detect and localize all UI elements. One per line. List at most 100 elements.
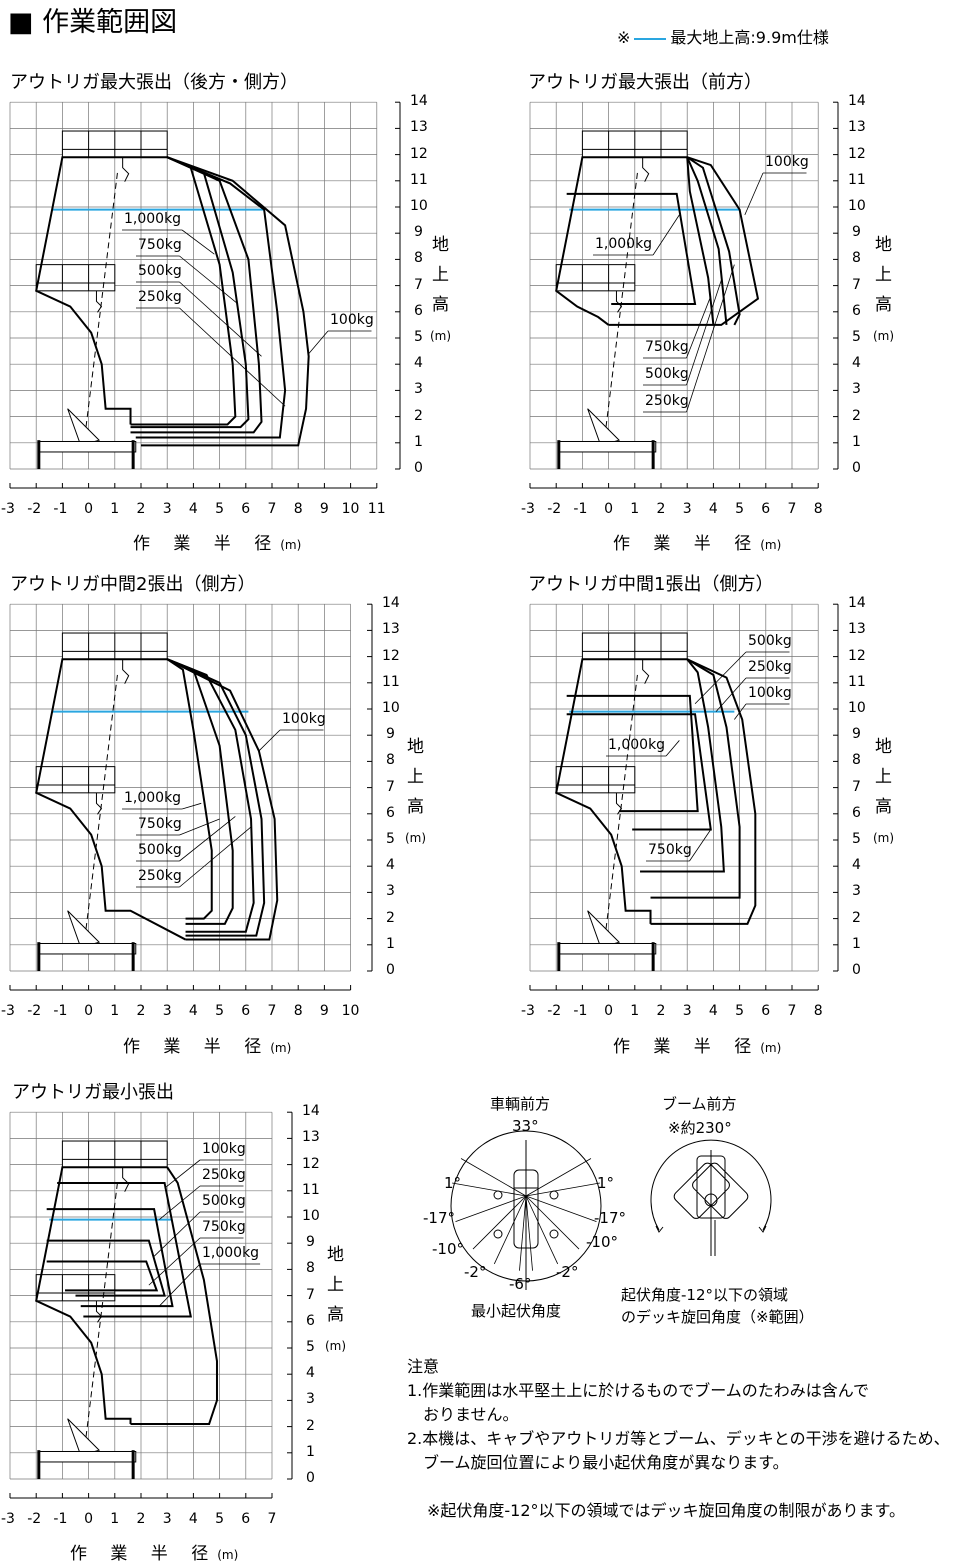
envelope-curve-100kg	[141, 156, 310, 447]
x-tick-label: 6	[241, 1511, 251, 1527]
x-tick-label: 3	[682, 501, 692, 517]
deck-bracket	[122, 1167, 130, 1192]
envelope-curve-500kg	[46, 1208, 174, 1308]
x-tick-label: -2	[27, 501, 42, 517]
boom-line	[85, 674, 118, 930]
x-tick-label: 3	[162, 1003, 172, 1019]
y-tick-label: 10	[848, 700, 866, 716]
leader-line	[164, 1159, 201, 1189]
angle-ray	[519, 1195, 527, 1271]
curve-label: 500kg	[645, 366, 689, 382]
swing-right-top-label: ブーム前方	[662, 1095, 737, 1113]
y-axis-unit: (m)	[325, 1339, 347, 1353]
y-tick-label: 0	[852, 962, 861, 978]
x-tick-label: -2	[27, 1003, 42, 1019]
envelope-curve-750kg	[566, 713, 712, 831]
envelope-curve-100kg	[650, 658, 757, 925]
leader-line	[181, 229, 215, 255]
y-axis-title-char: 高	[875, 295, 893, 315]
envelope-left-boundary	[555, 658, 688, 924]
x-tick-label: 7	[267, 1511, 277, 1527]
leader-line	[179, 818, 220, 836]
angle-ray	[525, 1195, 533, 1271]
x-tick-label: 0	[604, 1003, 614, 1019]
x-tick-label: 7	[267, 1003, 277, 1019]
outrigger-pad	[549, 1190, 559, 1200]
deck-bracket	[615, 290, 623, 313]
x-tick-label: 0	[84, 1003, 94, 1019]
y-tick-label: 5	[386, 831, 395, 847]
swing-right-caption: のデッキ旋回角度（※範囲）	[621, 1308, 814, 1326]
leader-line	[686, 264, 735, 413]
leader-line	[689, 829, 712, 862]
x-tick-label: 1	[630, 1003, 640, 1019]
y-tick-label: 4	[386, 857, 395, 874]
x-tick-label: 5	[215, 501, 225, 517]
y-tick-label: 10	[410, 198, 428, 214]
legend-text: 最大地上高:9.9m仕様	[670, 28, 829, 47]
x-tick-label: 4	[188, 1511, 198, 1527]
y-tick-label: 7	[852, 778, 861, 795]
chart-4	[529, 603, 839, 991]
y-tick-label: 1	[306, 1443, 315, 1460]
leader-line	[258, 729, 281, 752]
deck-bracket	[95, 1300, 103, 1323]
y-axis-title-char: 地	[875, 235, 893, 255]
x-tick-label: -3	[1, 1003, 15, 1019]
y-tick-label: 9	[852, 224, 861, 241]
leader-line	[179, 816, 236, 862]
note-footnote: ※起伏角度-12°以下の領域ではデッキ旋回角度の制限があります。	[427, 1501, 905, 1520]
y-tick-label: 8	[414, 250, 423, 267]
outrigger-pad	[493, 1229, 503, 1239]
x-tick-label: 7	[267, 501, 277, 517]
y-tick-label: 0	[852, 460, 861, 476]
y-tick-label: 8	[306, 1260, 315, 1277]
note-line: ブーム旋回位置により最小起伏角度が異なります。	[407, 1453, 789, 1472]
y-tick-label: 7	[414, 276, 423, 293]
envelope-curve-100kg	[166, 658, 279, 941]
envelope-curve-500kg	[130, 156, 263, 434]
y-tick-label: 1	[852, 935, 861, 952]
envelope-curve-250kg	[686, 156, 741, 326]
deck-bracket	[642, 157, 650, 182]
x-tick-label: 1	[630, 501, 640, 517]
y-tick-label: 4	[306, 1365, 315, 1382]
x-axis-title-text: 作 業 半 径	[613, 1037, 761, 1057]
x-tick-label: 3	[162, 501, 172, 517]
leader-line	[159, 1185, 201, 1220]
curve-label: 500kg	[138, 842, 182, 858]
y-tick-label: 4	[852, 355, 861, 372]
y-tick-label: 3	[306, 1391, 315, 1408]
envelope-left-boundary	[35, 156, 168, 425]
x-tick-label: 0	[604, 501, 614, 517]
y-tick-label: 12	[848, 145, 866, 162]
curve-label: 750kg	[138, 237, 182, 253]
leader-line	[694, 651, 747, 705]
y-tick-label: 6	[306, 1312, 315, 1329]
swing-right-top-angle: ※約230°	[668, 1119, 732, 1137]
boom-turret	[587, 910, 621, 949]
y-tick-label: 6	[852, 302, 861, 319]
leader-line	[744, 172, 764, 216]
envelope-curve-500kg	[166, 658, 255, 933]
swing-left-top-label: 車輌前方	[490, 1095, 551, 1113]
swing-left-top-angle: 33°	[512, 1117, 539, 1135]
y-tick-label: 8	[386, 752, 395, 769]
deck-bracket	[642, 659, 650, 684]
y-tick-label: 2	[852, 909, 861, 926]
envelope-curve-250kg	[650, 658, 741, 899]
boom-turret	[67, 1418, 101, 1457]
boom-turret	[587, 408, 621, 447]
y-axis-title-char: 地	[407, 737, 425, 757]
y-tick-label: 9	[306, 1234, 315, 1251]
swing-angle: -2°	[464, 1263, 487, 1281]
lower-deck	[35, 264, 116, 292]
envelope-curve-250kg	[57, 1181, 192, 1318]
leader-line	[179, 255, 239, 305]
boom-line	[85, 1182, 118, 1438]
angle-ray	[525, 1158, 592, 1197]
y-tick-label: 7	[386, 778, 395, 795]
leader-line	[686, 280, 722, 386]
y-tick-label: 12	[410, 145, 428, 162]
